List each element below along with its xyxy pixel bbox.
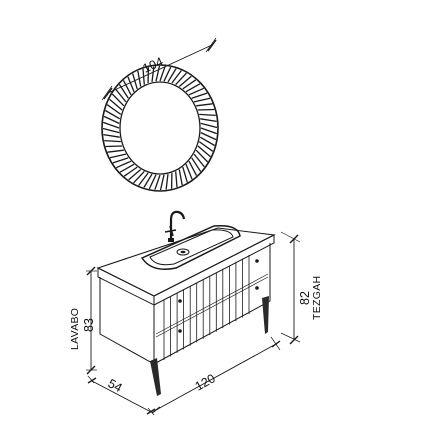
mirror-rib: [167, 68, 177, 83]
mirror-rib: [197, 145, 211, 158]
mirror-rib: [102, 127, 120, 134]
mirror-diameter-value: 104: [141, 54, 166, 75]
cabinet-leg: [150, 358, 161, 396]
mirror-rib: [191, 157, 202, 172]
mirror-rib: [138, 172, 149, 186]
mirror-rib: [132, 73, 138, 90]
cabinet-depth-value: 54: [106, 376, 125, 395]
drawer-knob-icon: [178, 299, 182, 303]
mirror-frame-ribs: [102, 65, 218, 191]
tezgah-height-dimension: 82 TEZGAH: [280, 231, 323, 345]
mirror-rib: [196, 103, 213, 107]
mirror-rib: [143, 173, 153, 188]
mirror-rib: [106, 104, 122, 115]
cabinet-width-value: 120: [193, 371, 218, 393]
drawer-knob-icon: [255, 259, 259, 263]
lavabo-label: LAVABO: [69, 308, 81, 350]
mirror-rib: [133, 170, 145, 184]
mirror-rib: [128, 169, 142, 181]
vanity-cabinet: [96, 227, 276, 396]
mirror-rib: [122, 80, 132, 96]
mirror-rib: [199, 113, 216, 117]
mirror-rib: [195, 149, 209, 163]
mirror-rib: [111, 93, 125, 107]
mirror-rib: [197, 108, 215, 111]
fluted-front-panel: [163, 255, 250, 360]
drawer-knob-icon: [255, 286, 259, 290]
mirror-rib: [163, 66, 172, 82]
basin-sink: [140, 224, 241, 270]
mirror-rib: [165, 174, 169, 190]
mirror-rib: [155, 65, 161, 82]
faucet-icon: [164, 210, 186, 242]
mirror-rib: [115, 160, 132, 169]
cabinet-leg: [262, 296, 269, 334]
tezgah-height-value: 82: [298, 291, 312, 305]
mirror-rib: [191, 92, 208, 99]
lavabo-height-value: 83: [82, 318, 96, 332]
mirror-rib: [188, 87, 205, 96]
mirror-rib: [115, 88, 127, 103]
round-mirror: [101, 64, 219, 192]
mirror-rib: [178, 75, 192, 87]
mirror-rib: [175, 72, 187, 86]
drawer-knob-icon: [178, 329, 182, 333]
mirror-rib: [112, 157, 129, 164]
mirror-rib: [200, 122, 218, 129]
mirror-rib: [154, 174, 161, 190]
cabinet-width-dimension: 120: [151, 336, 281, 414]
cabinet-depth-dimension: 54: [87, 375, 156, 416]
mirror-rib: [102, 121, 120, 129]
mirror-rib: [103, 133, 120, 138]
mirror-rib: [193, 97, 211, 103]
mirror-rib: [127, 76, 135, 92]
tezgah-label: TEZGAH: [311, 276, 323, 320]
mirror-rib: [199, 136, 216, 147]
mirror-rib: [185, 83, 201, 93]
mirror-rib: [119, 163, 135, 173]
mirror-rib: [159, 66, 166, 82]
mirror-rib: [200, 127, 218, 135]
mirror-rib: [148, 174, 157, 190]
mirror-rib: [198, 141, 214, 152]
mirror-rib: [104, 109, 121, 120]
mirror-rib: [109, 153, 127, 159]
mirror-rib: [182, 166, 188, 183]
mirror-rib: [188, 160, 198, 176]
mirror-rib: [107, 149, 124, 153]
lavabo-height-dimension: 83 LAVABO: [69, 266, 97, 375]
mirror-rib: [109, 98, 123, 111]
mirror-rib: [178, 169, 183, 186]
mirror-rib: [103, 115, 120, 124]
mirror-rib: [193, 153, 205, 168]
sink-drain-icon: [176, 248, 190, 256]
mirror-rib: [171, 70, 182, 84]
mirror-rib: [123, 166, 138, 177]
mirror-rib: [200, 118, 217, 123]
mirror-rib: [151, 66, 155, 82]
mirror-rib: [175, 171, 178, 188]
mirror-rib: [159, 174, 165, 191]
mirror-rib: [105, 145, 123, 148]
mirror-rib: [104, 139, 121, 143]
mirror-rib: [200, 132, 217, 141]
mirror-rib: [182, 79, 197, 90]
mirror-rib: [185, 164, 193, 180]
